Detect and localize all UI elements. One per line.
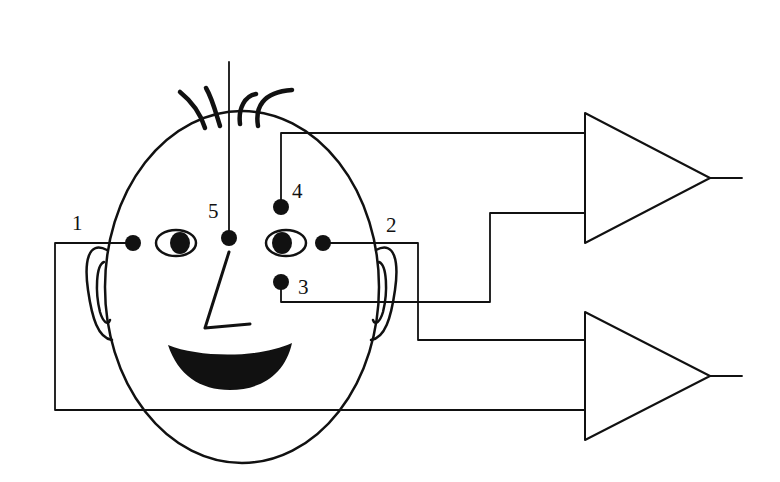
ear [373, 262, 386, 323]
electrode [221, 230, 237, 246]
amplifier-symbol [585, 113, 710, 243]
callout-number: 4 [290, 180, 305, 202]
ear [371, 248, 396, 340]
callout-number: 5 [206, 200, 221, 222]
wire [323, 243, 585, 340]
electrode-lead [228, 62, 230, 238]
wire [281, 213, 585, 302]
eye [266, 230, 306, 256]
ear [87, 248, 112, 340]
callout-number: 1 [70, 212, 85, 234]
callout-number: 2 [384, 214, 399, 236]
callout-number: 3 [296, 276, 311, 298]
nose [205, 252, 250, 328]
electrode [125, 235, 141, 251]
hair [240, 94, 256, 124]
amplifier-symbol [585, 312, 710, 440]
mouth [168, 343, 292, 390]
ear [97, 262, 110, 323]
hair [257, 90, 292, 126]
electrode [273, 274, 289, 290]
eye [156, 230, 196, 256]
output-wire [710, 177, 742, 179]
wire [281, 133, 585, 207]
electrode [315, 235, 331, 251]
electrode [273, 199, 289, 215]
hair [206, 88, 220, 126]
hair [180, 92, 205, 128]
output-wire [710, 375, 742, 377]
wire [55, 243, 585, 410]
